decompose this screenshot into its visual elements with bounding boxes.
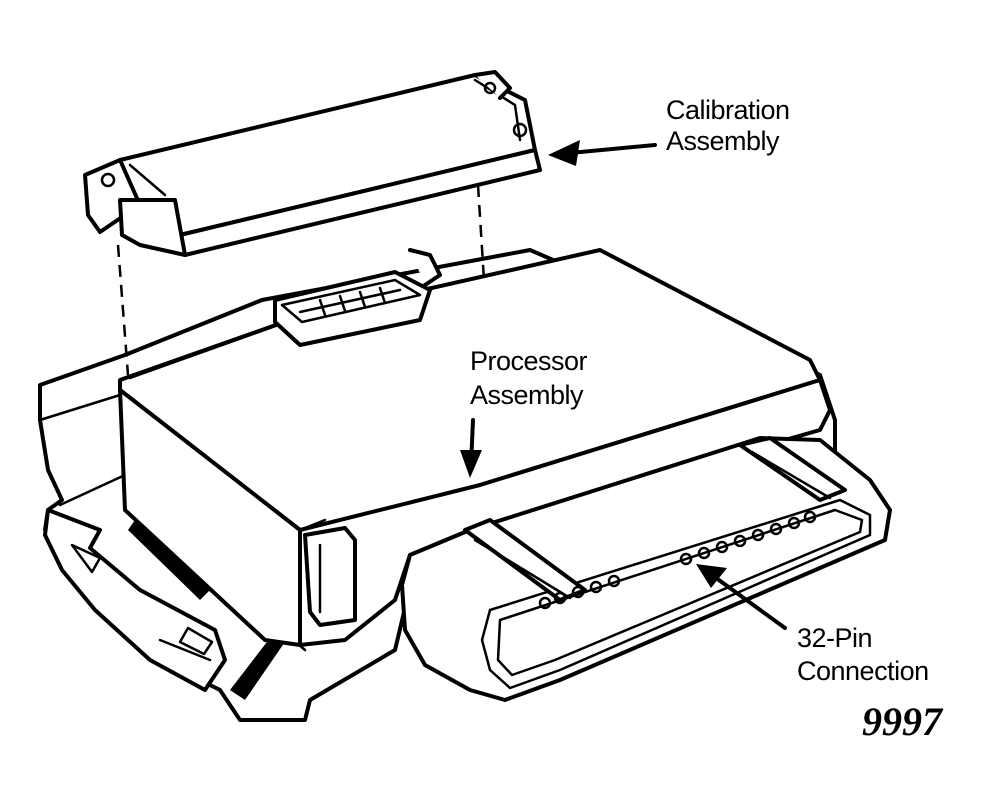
calibration-label-line2: Assembly bbox=[666, 126, 780, 156]
calibration-socket bbox=[273, 248, 442, 347]
pin-arrow bbox=[696, 564, 787, 630]
pin-label-line1: 32-Pin bbox=[797, 623, 872, 653]
figure-number: 9997 bbox=[862, 699, 944, 744]
calibration-label-line1: Calibration bbox=[666, 95, 790, 125]
alignment-guide-right bbox=[476, 184, 486, 281]
processor-arrow bbox=[460, 418, 482, 478]
connector-pins bbox=[538, 510, 817, 610]
calibration-module bbox=[83, 70, 542, 257]
pin-label-line2: Connection bbox=[797, 656, 929, 686]
calibration-arrow bbox=[548, 140, 657, 166]
processor-label-line1: Processor bbox=[470, 346, 588, 376]
alignment-guide-left bbox=[116, 244, 130, 376]
processor-label-line2: Assembly bbox=[470, 380, 584, 410]
pin-connector bbox=[400, 436, 892, 702]
